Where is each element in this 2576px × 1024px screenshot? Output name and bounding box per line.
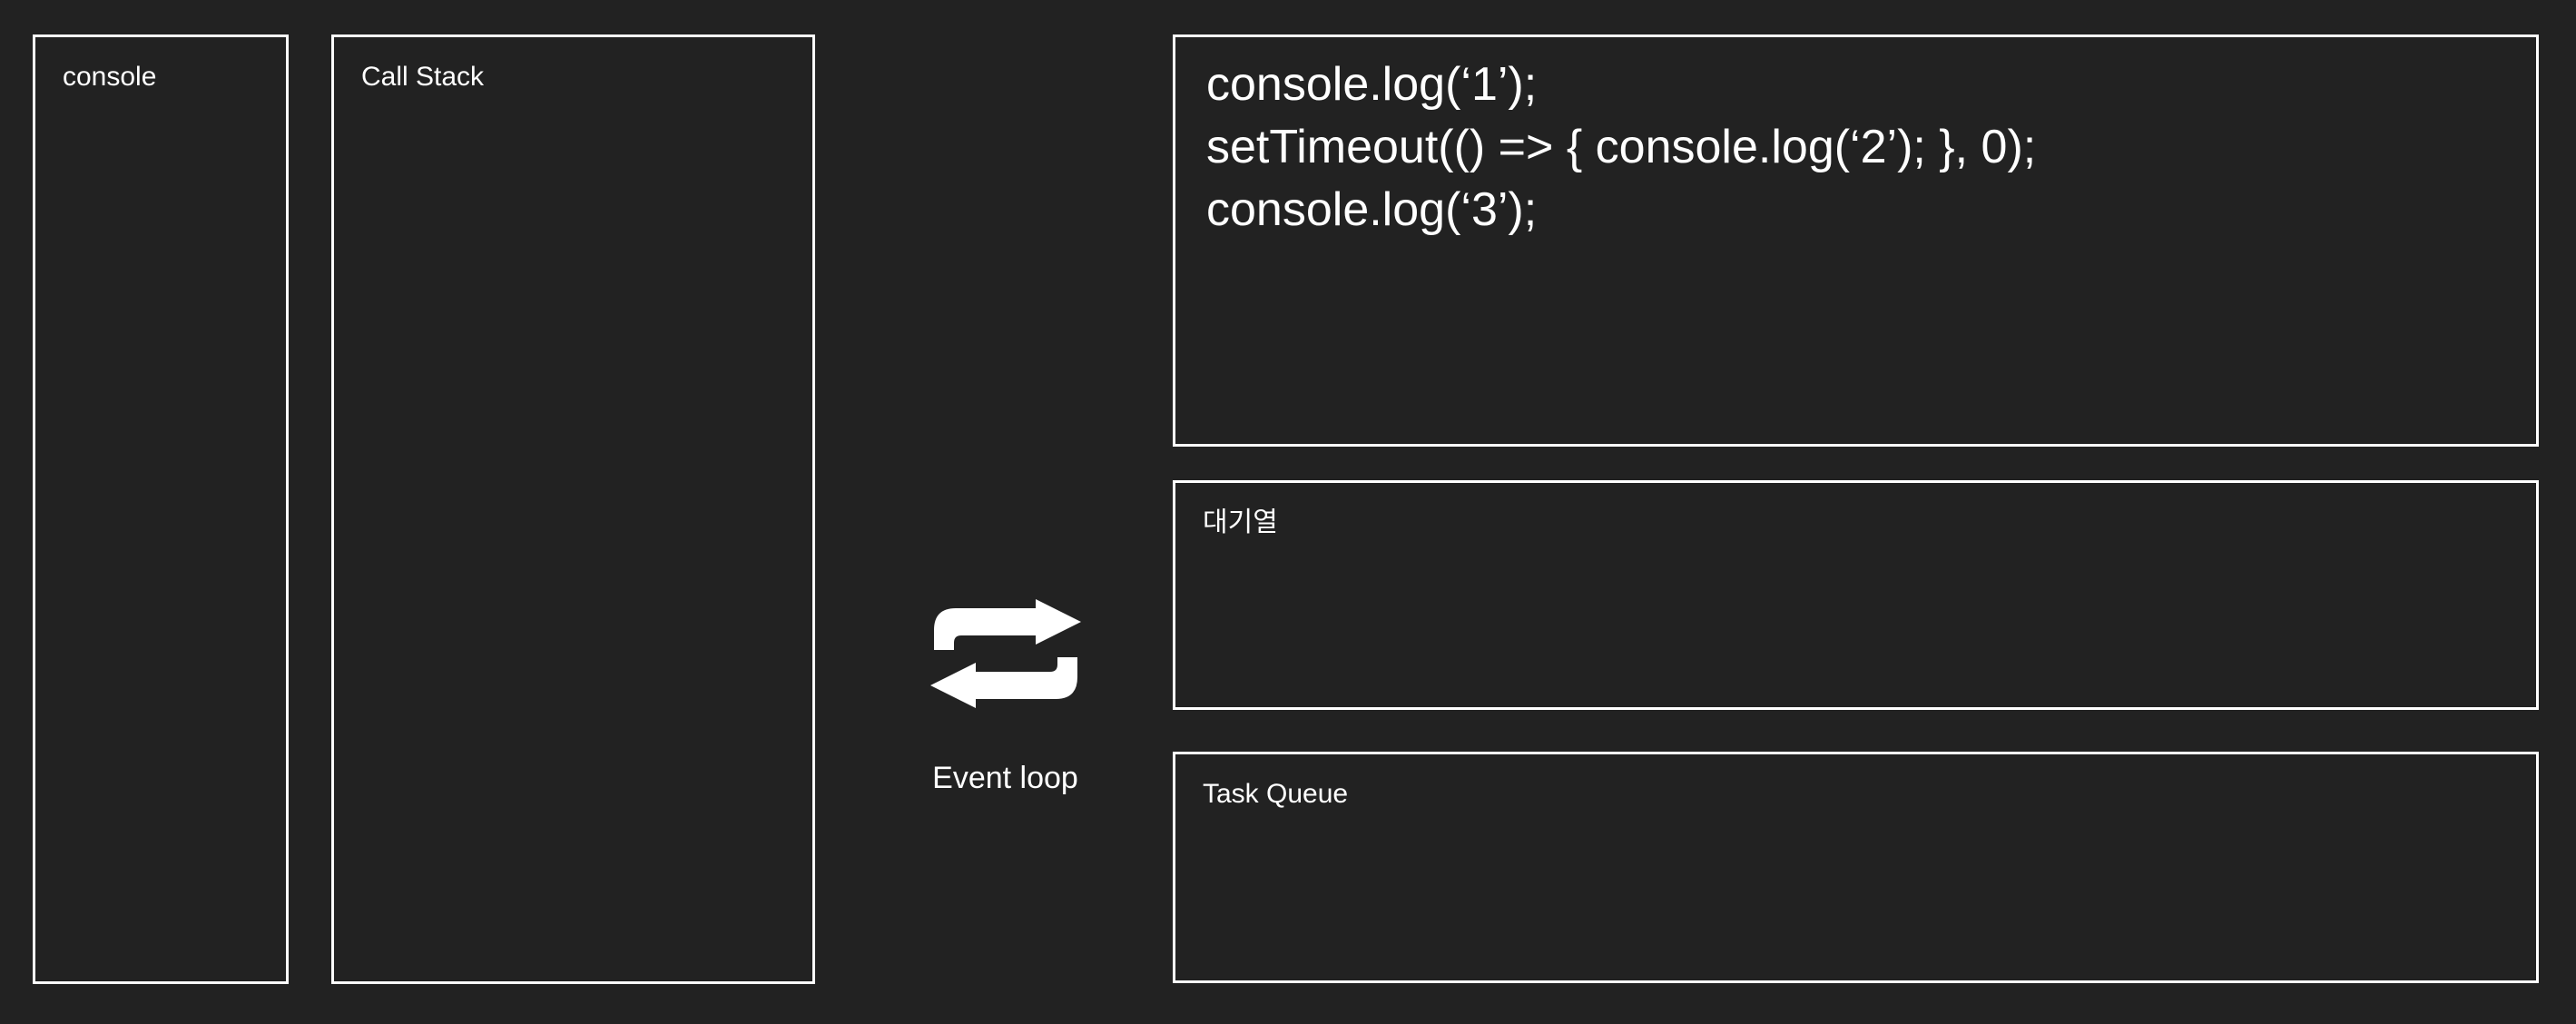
- call-stack-panel[interactable]: Call Stack: [331, 34, 815, 984]
- event-loop-label: Event loop: [932, 761, 1078, 795]
- call-stack-panel-label: Call Stack: [361, 62, 485, 92]
- task-queue-panel[interactable]: Task Queue: [1173, 752, 2539, 983]
- code-snippet: console.log(‘1’); setTimeout(() => { con…: [1206, 58, 2037, 237]
- queue-panel-label: 대기열: [1203, 507, 1278, 537]
- loop-repeat-icon: [929, 599, 1081, 708]
- task-queue-panel-label: Task Queue: [1203, 779, 1349, 809]
- event-loop-group[interactable]: Event loop: [885, 599, 1126, 835]
- console-panel-label: console: [63, 62, 157, 92]
- console-panel[interactable]: console: [33, 34, 289, 984]
- queue-panel[interactable]: 대기열: [1173, 480, 2539, 710]
- code-panel[interactable]: console.log(‘1’); setTimeout(() => { con…: [1173, 34, 2539, 447]
